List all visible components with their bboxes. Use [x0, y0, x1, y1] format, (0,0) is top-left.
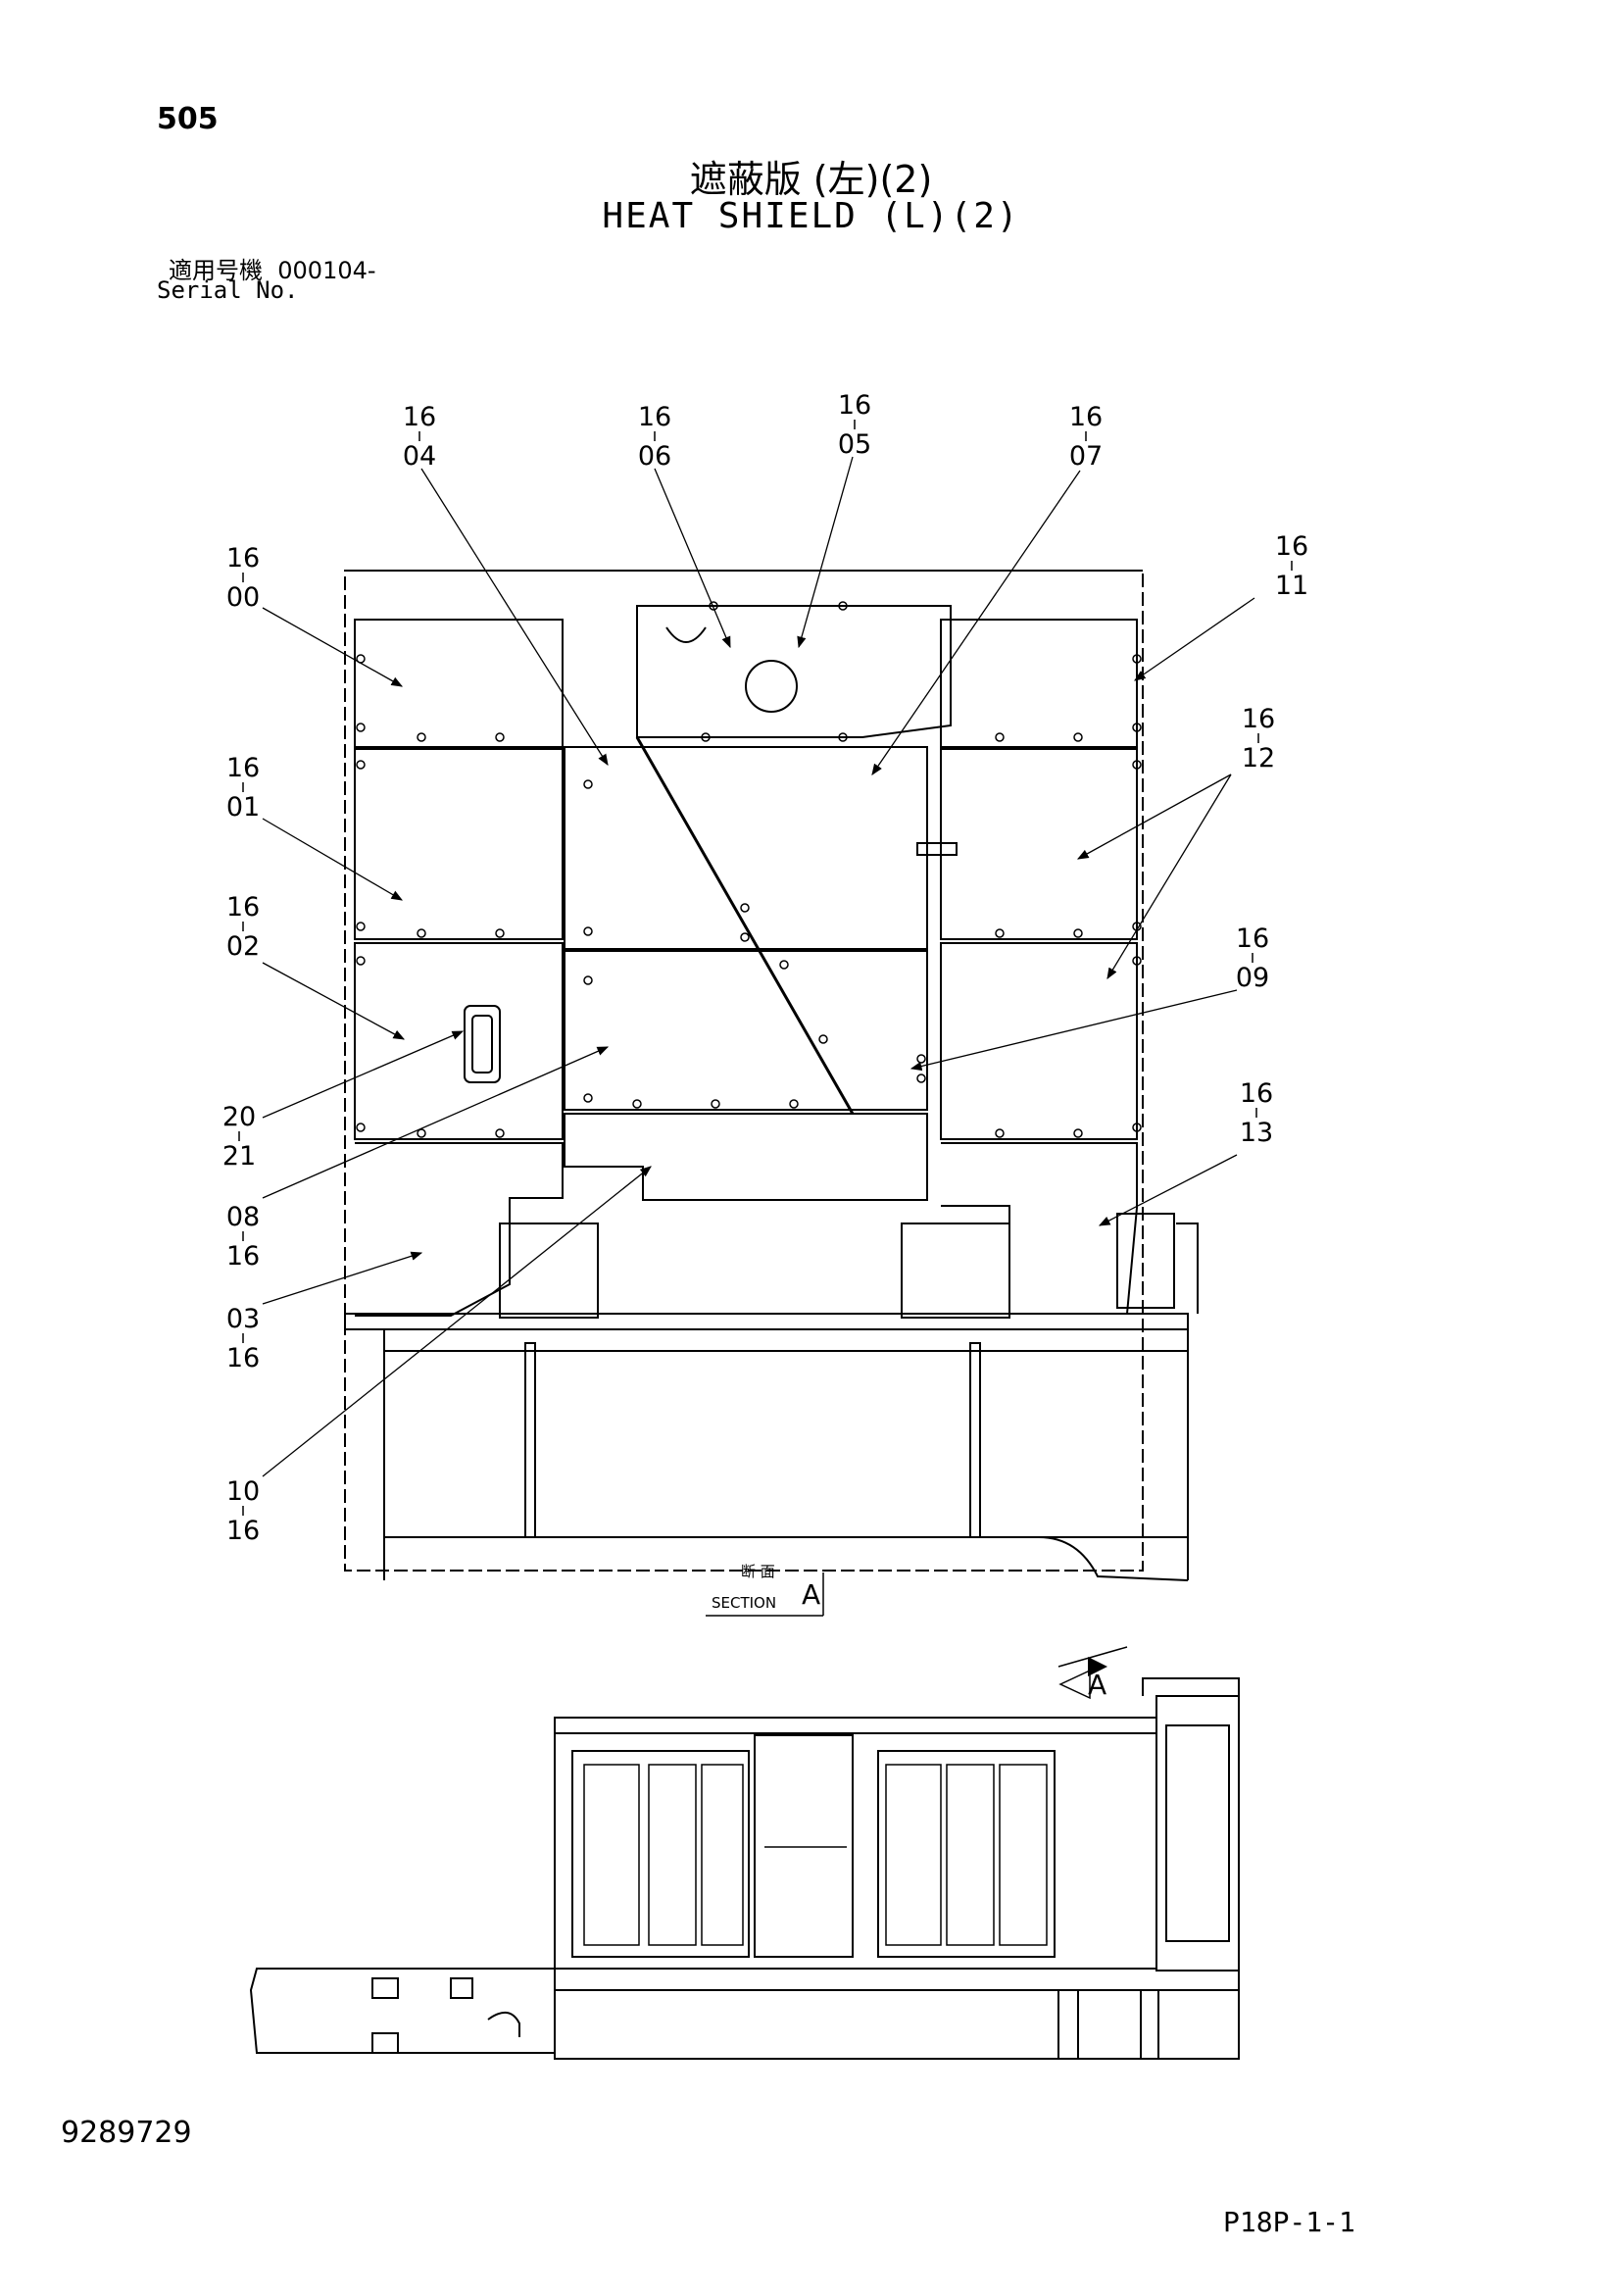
- svg-text:16: 16: [1275, 531, 1308, 562]
- svg-text:03: 03: [226, 1304, 260, 1334]
- panel-1605-1606: [636, 605, 952, 738]
- svg-text:A: A: [1088, 1669, 1106, 1701]
- panel-1607: [564, 746, 928, 950]
- svg-text:02: 02: [226, 931, 260, 962]
- serial-label-en: Serial No.: [157, 276, 299, 304]
- svg-text:16: 16: [1242, 704, 1275, 734]
- svg-text:16: 16: [226, 892, 260, 923]
- svg-text:11: 11: [1275, 571, 1308, 601]
- svg-text:SECTION: SECTION: [712, 1594, 776, 1612]
- page-number: 505: [157, 102, 219, 136]
- leader-lines: [262, 456, 1255, 1477]
- drawing-number: 9289729: [61, 2116, 192, 2150]
- svg-text:16: 16: [1236, 923, 1269, 954]
- sheet-code: P18P-1-1: [1223, 2206, 1355, 2238]
- svg-text:09: 09: [1236, 963, 1269, 993]
- svg-text:07: 07: [1069, 441, 1103, 472]
- svg-text:16: 16: [838, 390, 871, 421]
- svg-text:16: 16: [403, 402, 436, 432]
- panel-1613: [941, 1142, 1138, 1315]
- title-japanese: 遮蔽版 (左)(2): [689, 158, 933, 201]
- upper-assembly: [344, 570, 1199, 1581]
- svg-text:06: 06: [638, 441, 671, 472]
- svg-text:16: 16: [1240, 1078, 1273, 1109]
- svg-text:08: 08: [226, 1202, 260, 1232]
- svg-text:12: 12: [1242, 743, 1275, 774]
- svg-text:16: 16: [1069, 402, 1103, 432]
- panel-1601: [354, 748, 564, 940]
- svg-text:00: 00: [226, 582, 260, 613]
- svg-text:16: 16: [226, 753, 260, 783]
- svg-text:16: 16: [226, 1516, 260, 1546]
- svg-text:13: 13: [1240, 1118, 1273, 1148]
- svg-text:16: 16: [226, 1343, 260, 1373]
- svg-text:16: 16: [226, 543, 260, 574]
- cover-2021: [464, 1005, 501, 1083]
- svg-text:04: 04: [403, 441, 436, 472]
- svg-text:16: 16: [226, 1241, 260, 1272]
- plan-view: [249, 1646, 1240, 2060]
- svg-text:10: 10: [226, 1476, 260, 1507]
- panel-1603: [355, 1142, 564, 1317]
- svg-text:断 面: 断 面: [741, 1563, 775, 1580]
- svg-text:A: A: [802, 1578, 820, 1611]
- panel-1610: [564, 1113, 928, 1201]
- title-english: HEAT SHIELD (L)(2): [602, 196, 1020, 236]
- svg-text:21: 21: [222, 1141, 256, 1172]
- serial-value: 000104-: [277, 257, 376, 284]
- serial-line: 適用号機 000104-: [169, 251, 376, 285]
- serial-label-jp: 適用号機: [169, 257, 263, 284]
- panel-1602: [354, 942, 564, 1140]
- svg-text:16: 16: [638, 402, 671, 432]
- panel-1611: [940, 619, 1138, 748]
- panel-1612b: [940, 942, 1138, 1140]
- svg-text:20: 20: [222, 1102, 256, 1132]
- section-label: 断 面 SECTION A: [706, 1563, 824, 1617]
- panel-1612a: [940, 748, 1138, 940]
- panel-1600: [354, 619, 564, 748]
- svg-text:01: 01: [226, 792, 260, 823]
- panel-1608: [564, 950, 928, 1111]
- svg-text:05: 05: [838, 429, 871, 460]
- view-arrow-a: A: [1058, 1669, 1106, 1701]
